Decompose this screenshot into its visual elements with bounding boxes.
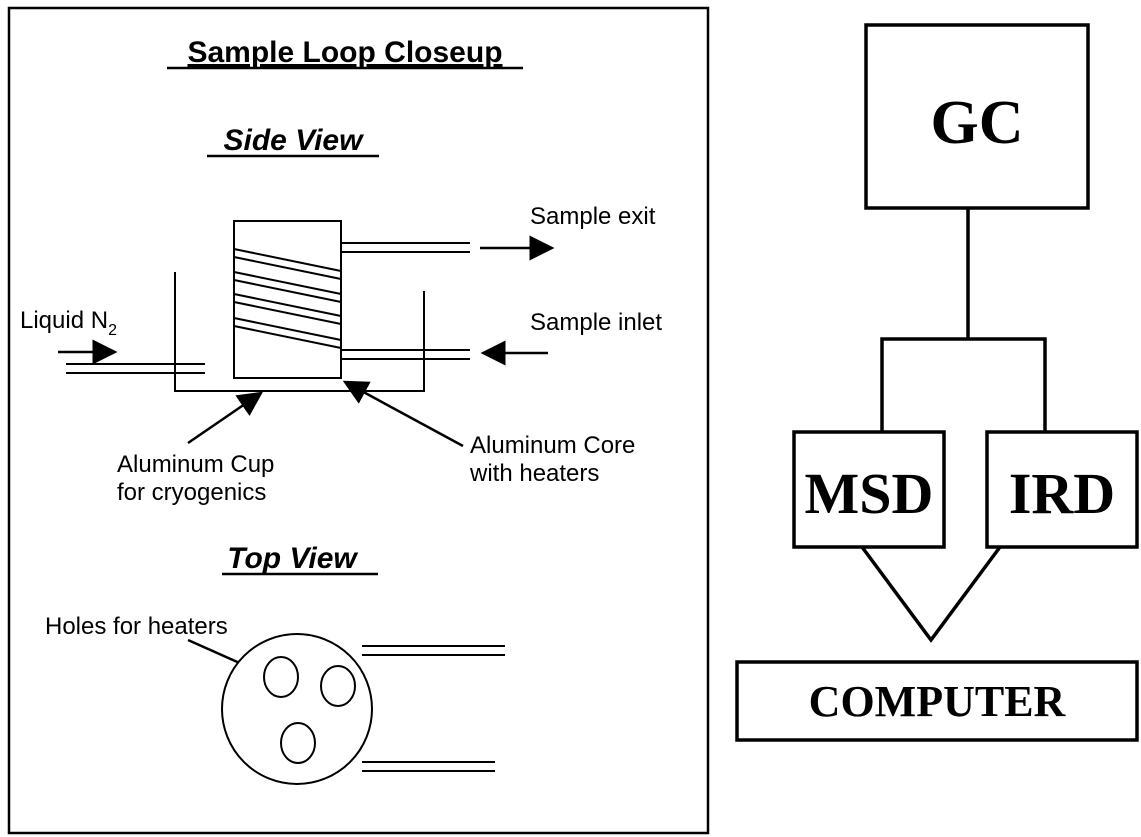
liquid-n2-tube xyxy=(66,363,205,374)
msd-box xyxy=(792,430,946,549)
aluminum-cup-arrow xyxy=(187,391,264,445)
inlet-tube xyxy=(341,349,470,360)
computer-label: COMPUTER xyxy=(809,677,1067,726)
ird-label: IRD xyxy=(1009,461,1115,526)
side-view-heading: Side View xyxy=(224,124,365,157)
aluminum-core-arrow xyxy=(342,380,464,448)
detector-connector xyxy=(880,337,1047,432)
computer-box xyxy=(735,660,1139,742)
liquid-n2-label: Liquid N2 xyxy=(20,307,117,339)
gc-box xyxy=(864,23,1090,210)
closeup-title: Sample Loop Closeup xyxy=(187,36,502,69)
top-view-tubes xyxy=(362,645,505,772)
sample-exit-label: Sample exit xyxy=(530,203,656,230)
system-schematic: GC MSD IRD COMPUTER xyxy=(735,23,1139,742)
aluminum-core-label-line2: with heaters xyxy=(469,460,599,487)
sample-inlet-label: Sample inlet xyxy=(530,309,662,336)
holes-for-heaters-label: Holes for heaters xyxy=(45,613,228,640)
heater-hole-3 xyxy=(280,722,316,764)
aluminum-core-label-line1: Aluminum Core xyxy=(470,432,635,459)
ird-box xyxy=(985,430,1139,549)
closeup-frame xyxy=(7,6,710,835)
aluminum-core xyxy=(233,220,342,379)
exit-tube xyxy=(341,242,470,253)
closeup-panel: Sample Loop Closeup Side View xyxy=(7,6,710,835)
merge-connector xyxy=(860,545,1002,643)
liquid-n2-text: Liquid N xyxy=(20,307,108,334)
heater-hole-2 xyxy=(320,665,356,707)
coil-windings xyxy=(233,248,342,349)
top-view-core-circle xyxy=(221,633,373,785)
msd-label: MSD xyxy=(805,461,934,526)
aluminum-cup-label-line2: for cryogenics xyxy=(117,479,266,506)
top-view-heading: Top View xyxy=(227,542,358,575)
liquid-n2-subscript: 2 xyxy=(108,322,117,339)
heater-hole-1 xyxy=(263,656,299,698)
aluminum-cup xyxy=(174,272,425,392)
aluminum-cup-label-line1: Aluminum Cup xyxy=(117,451,274,478)
gc-label: GC xyxy=(931,89,1024,157)
